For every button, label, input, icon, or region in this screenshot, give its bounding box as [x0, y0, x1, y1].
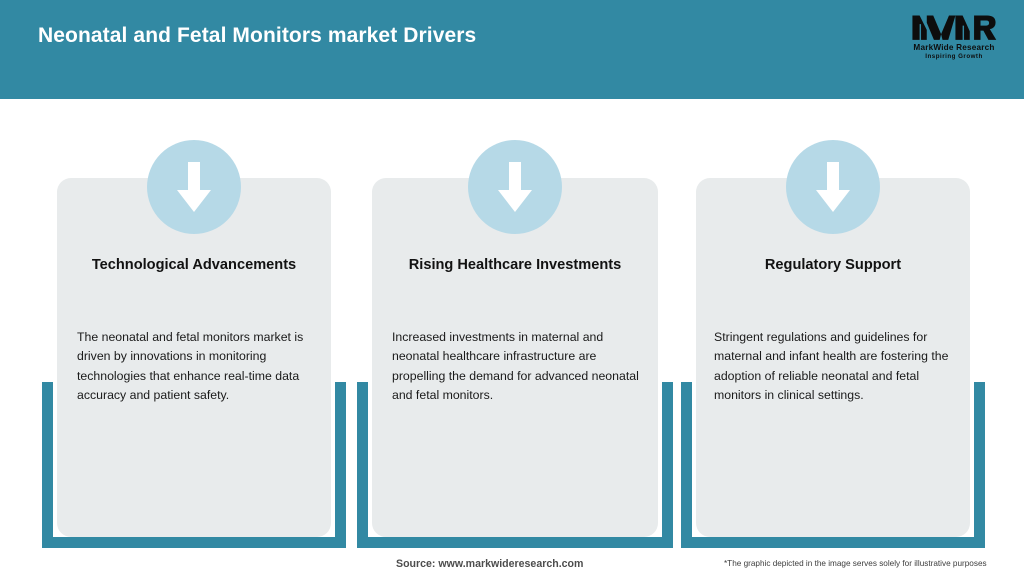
card-icon-badge	[468, 140, 562, 234]
arrow-down-icon	[177, 162, 211, 212]
driver-card-1: Technological Advancements The neonatal …	[42, 99, 346, 576]
header-band: Neonatal and Fetal Monitors market Drive…	[0, 0, 1024, 99]
card-panel: Regulatory Support Stringent regulations…	[696, 178, 970, 537]
logo-company-name: MarkWide Research	[913, 43, 995, 52]
card-frame-accent	[681, 382, 985, 548]
card-title: Regulatory Support	[764, 257, 902, 273]
card-icon-badge	[147, 140, 241, 234]
card-body-text: Increased investments in maternal and ne…	[392, 330, 639, 403]
page-title: Neonatal and Fetal Monitors market Drive…	[38, 24, 477, 47]
brand-logo: MarkWide Research Inspiring Growth	[900, 8, 1008, 64]
arrow-down-icon	[816, 162, 850, 212]
card-icon-badge	[786, 140, 880, 234]
driver-card-3: Regulatory Support Stringent regulations…	[681, 99, 985, 576]
card-frame-accent	[357, 382, 673, 548]
card-title: Technological Advancements	[91, 257, 297, 273]
driver-cards-container: Technological Advancements The neonatal …	[0, 99, 1024, 576]
mwr-logo-icon	[912, 15, 997, 40]
card-panel: Technological Advancements The neonatal …	[57, 178, 331, 537]
card-body-text: Stringent regulations and guidelines for…	[714, 330, 949, 403]
logo-tagline: Inspiring Growth	[925, 53, 983, 60]
card-frame-accent	[42, 382, 346, 548]
card-body-text: The neonatal and fetal monitors market i…	[77, 330, 304, 403]
driver-card-2: Rising Healthcare Investments Increased …	[357, 99, 673, 576]
card-panel: Rising Healthcare Investments Increased …	[372, 178, 658, 537]
arrow-down-icon	[498, 162, 532, 212]
disclaimer-label: *The graphic depicted in the image serve…	[724, 559, 987, 568]
card-title: Rising Healthcare Investments	[408, 257, 622, 273]
source-label: Source: www.markwideresearch.com	[396, 558, 584, 570]
